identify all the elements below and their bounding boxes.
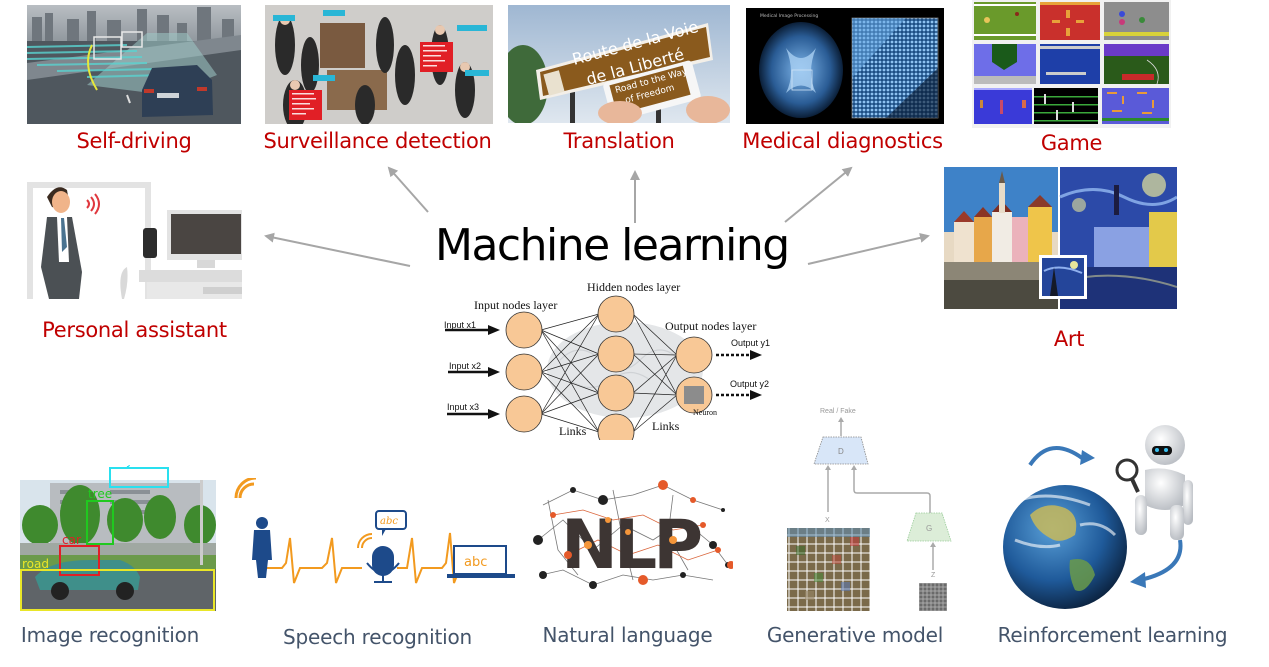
nn-node-input — [505, 311, 543, 349]
gan-diagram: Real / Fake D X G Z — [780, 400, 980, 615]
label-art: Art — [1053, 327, 1085, 351]
nlp-image: NLP — [533, 480, 733, 598]
laptop-text: abc — [464, 555, 487, 570]
neural-network-diagram: Input nodes layer Hidden nodes layer Out… — [420, 280, 820, 440]
label-image-recognition: Image recognition — [20, 623, 200, 647]
label-game: Game — [1040, 131, 1103, 155]
nn-links-label-2: Links — [652, 419, 680, 433]
nn-node-hidden — [597, 335, 635, 373]
gan-d-label: D — [838, 447, 844, 456]
medical-image: Medical Image Processing — [746, 8, 944, 124]
nn-link — [540, 329, 600, 394]
nn-input-layer-label: Input nodes layer — [474, 298, 557, 312]
speech-bubble-text: abc — [380, 516, 398, 527]
label-personal-assistant: Personal assistant — [42, 318, 227, 342]
nn-link — [540, 371, 600, 394]
nn-node-hidden — [597, 295, 635, 333]
nn-neuron-label: Neuron — [693, 408, 717, 417]
label-natural-language: Natural language — [542, 623, 713, 647]
nn-hidden-layer-label: Hidden nodes layer — [587, 280, 680, 294]
nn-link — [540, 313, 600, 331]
gan-g-label: G — [926, 524, 932, 533]
label-reinforcement-learning: Reinforcement learning — [997, 623, 1228, 647]
nn-node-hidden — [597, 374, 635, 412]
nn-link — [540, 329, 600, 355]
nn-link — [632, 353, 678, 396]
game-image — [972, 0, 1171, 128]
tag-sky: sky — [112, 465, 134, 468]
label-surveillance-detection: Surveillance detection — [263, 129, 492, 153]
nn-output-y1: Output y1 — [731, 338, 770, 348]
nn-link — [540, 329, 600, 433]
speech-recognition-image: abc abc — [232, 478, 522, 586]
nn-output-y2: Output y2 — [730, 379, 769, 389]
image-recognition-image: sky tree car road — [20, 465, 216, 611]
personal-assistant-image — [27, 172, 242, 299]
nn-output-layer-label: Output nodes layer — [665, 319, 756, 333]
main-title: Machine learning — [435, 220, 790, 271]
art-image — [944, 167, 1177, 310]
medical-caption: Medical Image Processing — [760, 13, 818, 19]
tag-road: road — [22, 557, 49, 571]
gan-output-label: Real / Fake — [820, 408, 856, 415]
nn-link — [540, 413, 600, 433]
nn-link — [540, 313, 600, 415]
tag-car: car — [62, 533, 81, 547]
surveillance-image — [265, 5, 493, 124]
nn-link — [540, 353, 600, 415]
label-generative-model: Generative model — [766, 623, 944, 647]
gan-z-label: Z — [931, 572, 936, 579]
label-translation: Translation — [563, 129, 675, 153]
nn-link — [632, 394, 678, 433]
nn-link — [632, 353, 678, 356]
self-driving-image — [27, 5, 241, 124]
nn-link — [540, 392, 600, 415]
nn-node-input — [505, 395, 543, 433]
nn-link — [632, 354, 678, 394]
nn-node-output — [675, 336, 713, 374]
nn-link — [632, 313, 678, 356]
label-self-driving: Self-driving — [76, 129, 192, 153]
nn-link — [540, 313, 600, 373]
nlp-text: NLP — [561, 506, 701, 585]
nn-input-x2: Input x2 — [449, 361, 481, 371]
arrow-to-personal-assistant — [264, 232, 411, 267]
nn-links-label-1: Links — [559, 424, 587, 438]
arrow-to-art — [807, 232, 930, 265]
reinforcement-learning-image — [1000, 420, 1210, 615]
nn-link — [632, 354, 678, 433]
tag-tree: tree — [88, 487, 113, 501]
nn-input-x3: Input x3 — [447, 402, 479, 412]
gan-x-label: X — [825, 517, 830, 524]
nn-input-x1: Input x1 — [444, 320, 476, 330]
nn-node-hidden — [597, 413, 635, 440]
label-speech-recognition: Speech recognition — [283, 625, 472, 649]
arrow-to-surveillance — [387, 166, 429, 213]
nn-link — [540, 371, 600, 433]
label-medical-diagnostics: Medical diagnostics — [742, 129, 943, 153]
translation-image: Route de la Voie de la Liberté Road to t… — [508, 5, 730, 123]
nn-link — [540, 353, 600, 373]
arrow-to-medical — [784, 166, 853, 223]
nn-node-input — [505, 353, 543, 391]
